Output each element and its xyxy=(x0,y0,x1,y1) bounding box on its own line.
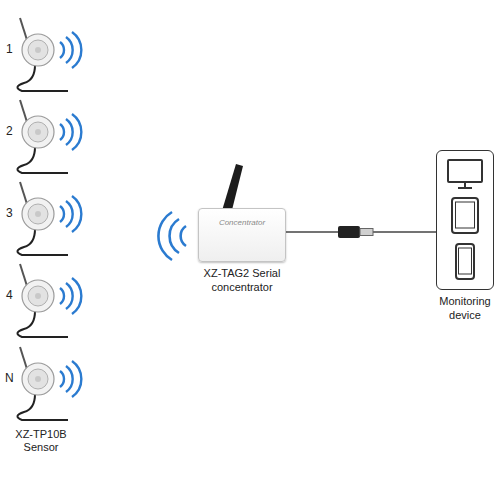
sensor-icon xyxy=(17,18,81,91)
sensor-icon xyxy=(17,100,81,173)
callout-number: 1 xyxy=(6,42,13,56)
antenna xyxy=(221,164,243,214)
sensor-icon xyxy=(17,182,81,255)
sensor-icon xyxy=(17,347,81,420)
device-icons xyxy=(448,160,482,279)
wireless-waves xyxy=(158,212,186,260)
callout-number: 4 xyxy=(6,288,13,302)
callout-number: 3 xyxy=(6,206,13,220)
device-label: Monitoring device xyxy=(433,295,497,323)
part-label: XZ-TP10B Sensor xyxy=(5,428,77,454)
usb-plug xyxy=(338,226,373,238)
device-marking: Concentrator xyxy=(219,218,265,227)
device-label: XZ-TAG2 Serial concentrator xyxy=(180,267,304,295)
callout-number: N xyxy=(5,371,14,385)
monitoring-box: Monitoring device xyxy=(436,150,494,290)
callout-number: 2 xyxy=(6,124,13,138)
sensor-icon xyxy=(17,264,81,337)
concentrator-box: ConcentratorXZ-TAG2 Serial concentrator xyxy=(198,208,286,262)
